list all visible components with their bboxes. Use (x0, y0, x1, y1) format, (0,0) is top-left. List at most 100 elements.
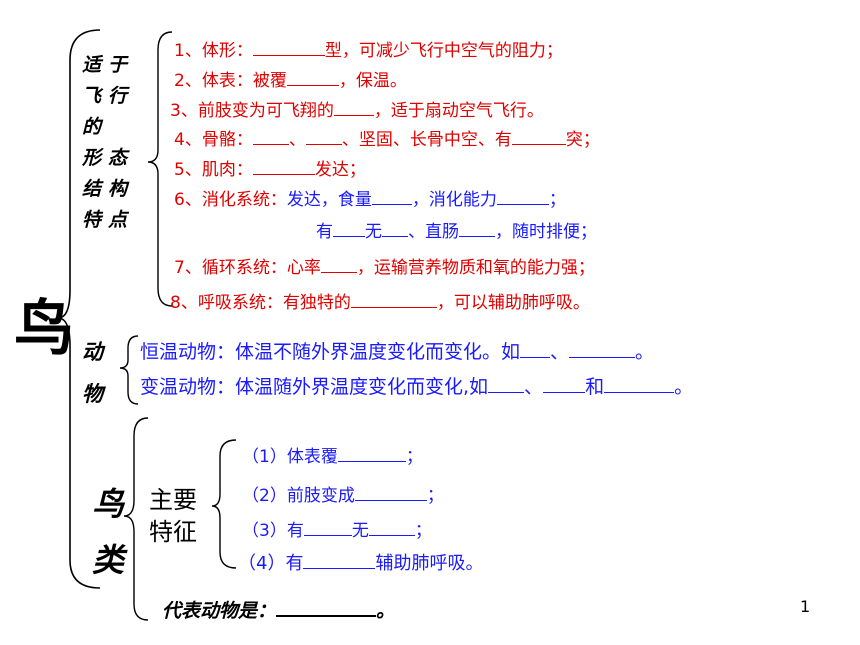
adapt-line-4: 4、骨骼：、、坚固、长骨中空、有突； (174, 125, 600, 150)
adapt-title-char: 形 (82, 147, 104, 169)
animal-title-char: 动 (82, 340, 103, 364)
text: 3、前肢变为可飞翔的 (170, 101, 334, 121)
adapt-line-5: 5、肌肉： 发达； (174, 155, 366, 180)
cold-blooded-line: 变温动物：体温随外界温度变化而变化,如、和。 (140, 372, 693, 399)
text: 突； (565, 130, 600, 150)
adapt-title-char: 结 (82, 178, 104, 200)
text: 和 (585, 376, 605, 398)
text: 型，可减少飞行中空气的阻力； (324, 41, 563, 61)
text: 、 (288, 130, 306, 150)
blank (252, 127, 289, 145)
text: 无 (365, 222, 382, 242)
birds-title-char: 类 (92, 541, 125, 579)
adapt-title-char: 于 (108, 54, 130, 76)
text: 6、消化系统： (174, 190, 287, 210)
text: ； (414, 521, 432, 541)
adapt-title-char: 构 (108, 178, 130, 200)
text: 5、肌肉： (174, 160, 253, 180)
blank (305, 127, 342, 145)
blank (303, 550, 376, 569)
blank (252, 157, 315, 175)
text: 8、呼吸系统： (170, 293, 283, 313)
adapt-title-char: 适 (82, 54, 104, 76)
warm-blooded-line: 恒温动物：体温不随外界温度变化而变化。如 、 。 (140, 337, 654, 364)
feature-4: （4）有 辅助肺呼吸。 (238, 549, 483, 575)
blank (382, 219, 408, 237)
text: 2、体表：被覆 (174, 71, 287, 91)
text: （4）有 (238, 553, 304, 574)
blank (303, 518, 352, 536)
adapt-title-char: 点 (108, 209, 130, 231)
blank (543, 373, 586, 393)
blank (252, 38, 325, 56)
adapt-line-3: 3、前肢变为可飞翔的 ，适于扇动空气飞行。 (170, 96, 544, 121)
blank (496, 187, 549, 205)
blank (286, 68, 339, 86)
text: ，运输营养物质和氧的能力强； (356, 258, 595, 278)
text: ； (405, 447, 423, 467)
blank (276, 596, 377, 617)
main-title-bird: 鸟 (14, 294, 74, 364)
blank (520, 338, 551, 358)
animal-title: 动 物 (82, 331, 103, 415)
text: ，可以辅助肺呼吸。 (436, 293, 590, 313)
feature-3: （3）有无； (242, 516, 432, 541)
text: ，随时排便； (495, 222, 597, 242)
text: 、 (550, 341, 570, 363)
text: 无 (351, 521, 369, 541)
blank (511, 127, 566, 145)
birds-title: 鸟 类 (92, 476, 124, 588)
text: 。 (376, 600, 396, 622)
blank (488, 373, 525, 393)
text: 7、循环系统： (174, 258, 287, 278)
blank (320, 255, 357, 273)
blank (459, 219, 495, 237)
adapt-title-col2: 于 行 态 构 点 (108, 50, 129, 236)
blank (604, 373, 675, 393)
text: 4、骨骼： (174, 130, 253, 150)
text: （2）前肢变成 (242, 486, 355, 506)
main-features-label: 主要特征 (149, 486, 197, 546)
animal-title-char: 物 (82, 382, 103, 406)
adapt-line-6b: 有 无 、直肠 ，随时排便； (316, 217, 597, 242)
text: 1、体形： (174, 41, 253, 61)
blank (371, 187, 412, 205)
text: 辅助肺呼吸。 (375, 553, 484, 574)
adapt-title-char (108, 112, 129, 143)
adapt-title-char: 的 (82, 116, 104, 138)
feature-2: （2）前肢变成 ； (242, 481, 444, 506)
text: ； (426, 486, 444, 506)
text: 有 (316, 222, 333, 242)
blank (350, 290, 437, 308)
blank (354, 483, 427, 501)
text: ，保温。 (338, 71, 407, 91)
birds-title-char: 鸟 (92, 485, 125, 523)
text: 恒温动物：体温不随外界温度变化而变化。如 (140, 341, 521, 363)
text: 心率 (286, 258, 321, 278)
text: ； (548, 190, 566, 210)
blank (333, 98, 374, 116)
adapt-title-char: 特 (82, 209, 104, 231)
text: ，适于扇动空气飞行。 (373, 101, 544, 121)
feature-1: （1）体表覆 ； (242, 442, 423, 467)
adapt-line-1: 1、体形： 型，可减少飞行中空气的阻力； (174, 36, 563, 61)
text: 、直肠 (408, 222, 459, 242)
text: 发达； (314, 160, 366, 180)
adapt-title-char: 态 (108, 147, 130, 169)
adapt-line-2: 2、体表：被覆 ，保温。 (174, 66, 407, 91)
blank (337, 444, 406, 462)
text: 。 (635, 341, 655, 363)
text: 代表动物是： (162, 600, 277, 622)
representative-animal-line: 代表动物是： 。 (162, 596, 395, 623)
text: 发达，食量 (286, 190, 372, 210)
text: ，消化能力 (411, 190, 497, 210)
page-number: 1 (800, 597, 811, 616)
adapt-line-8: 8、呼吸系统：有独特的，可以辅助肺呼吸。 (170, 288, 590, 313)
blank (569, 338, 636, 358)
adapt-line-6: 6、消化系统：发达，食量 ，消化能力 ； (174, 185, 566, 210)
text: 变温动物：体温随外界温度变化而变化,如 (140, 376, 489, 398)
adapt-title-char: 行 (108, 85, 130, 107)
adapt-title-col1: 适 飞 的 形 结 特 (82, 50, 103, 236)
text: （1）体表覆 (242, 447, 338, 467)
